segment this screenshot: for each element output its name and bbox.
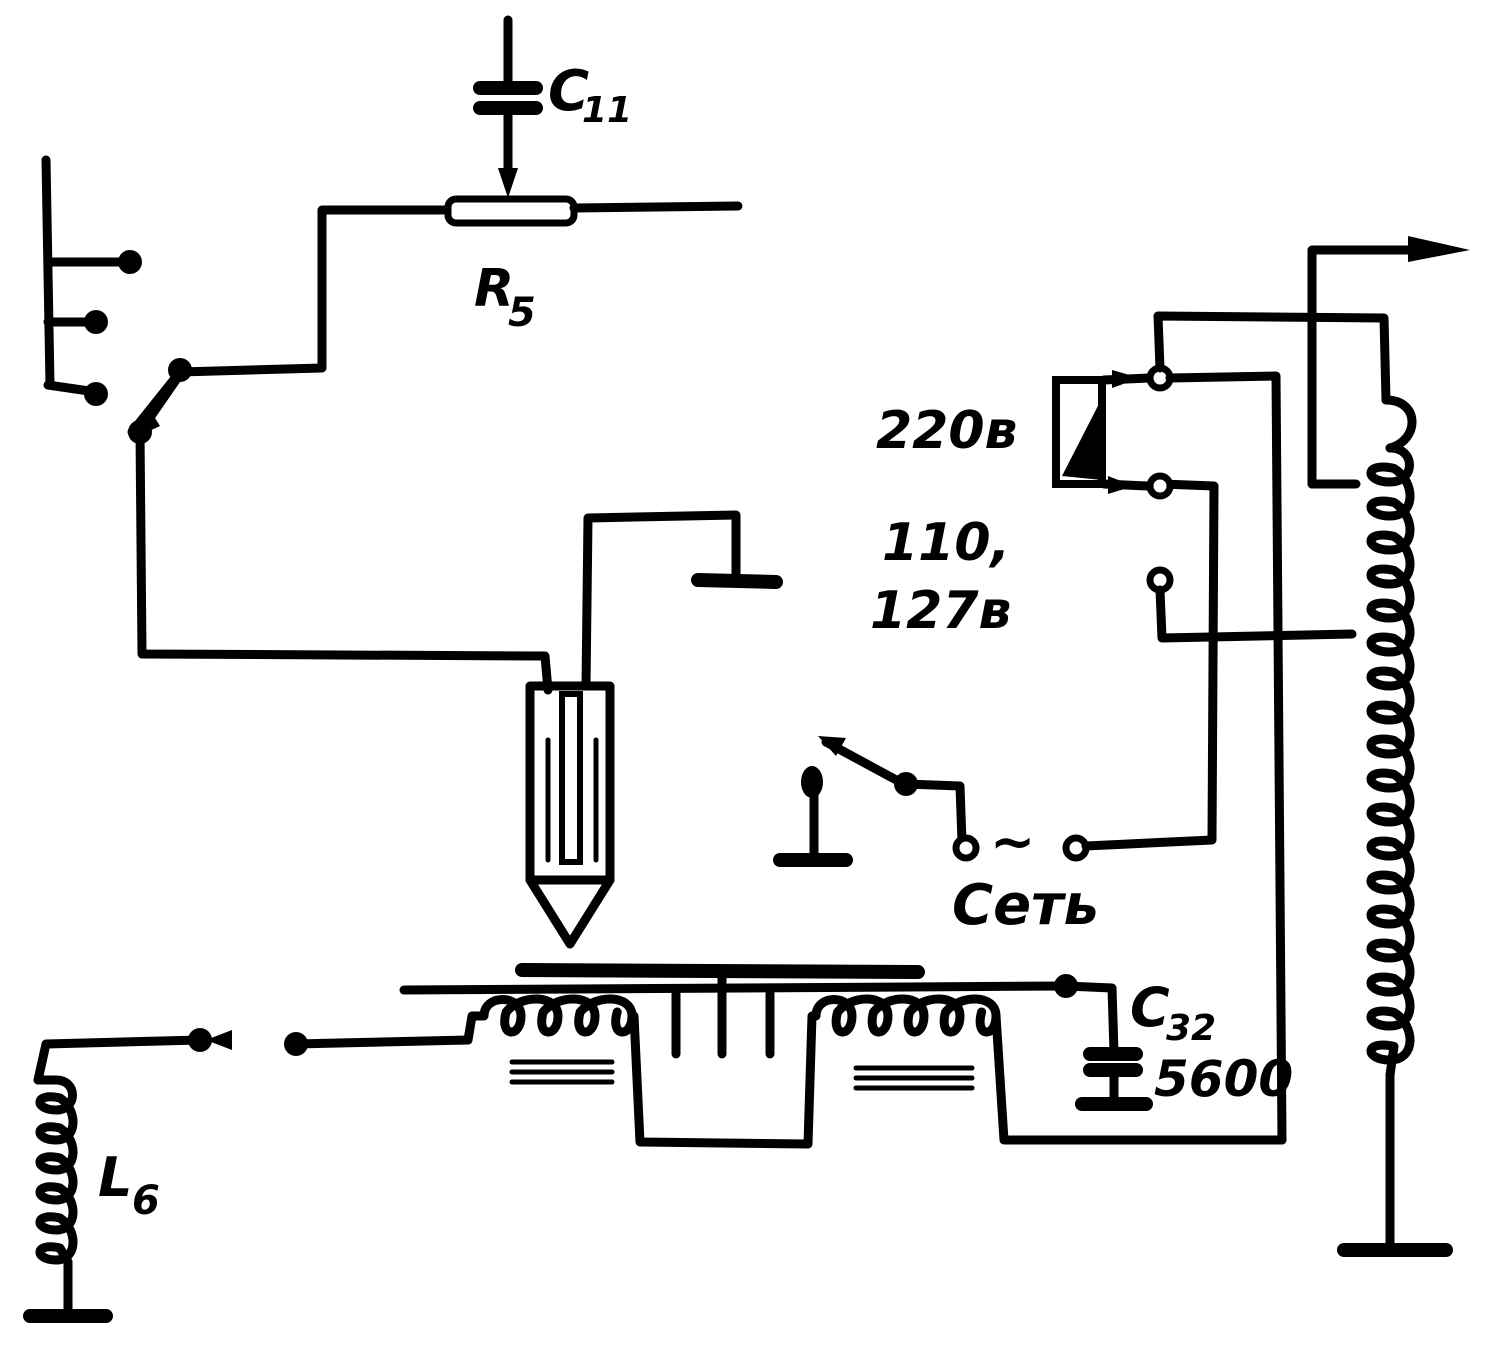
neon-tube <box>525 510 783 949</box>
label-c32: C 32 <box>1130 976 1216 1049</box>
mains-switch <box>818 479 1219 862</box>
label-r5: R 5 <box>474 259 536 336</box>
transformer <box>291 963 1287 1149</box>
voltage-selector <box>1052 311 1391 1145</box>
label-127v: 127в <box>870 581 1011 641</box>
svg-text:C: C <box>1130 976 1170 1039</box>
antenna-tap-switch <box>41 155 192 444</box>
coil-l6 <box>23 1028 308 1323</box>
label-c11: C 11 <box>548 59 632 131</box>
label-220v: 220в <box>876 401 1017 461</box>
mains-symbol: ~ <box>990 810 1035 873</box>
label-mains: Сеть <box>952 873 1099 938</box>
svg-text:L: L <box>98 1146 132 1209</box>
capacitor-c32 <box>1054 974 1153 1111</box>
svg-text:C: C <box>548 59 589 124</box>
label-l6: L 6 <box>98 1146 160 1224</box>
wire-switch-to-tube <box>135 427 553 695</box>
label-110v: 110, <box>882 513 1010 573</box>
capacitor-c11 <box>473 15 543 198</box>
autotransformer-coil <box>1307 236 1470 1257</box>
ground-key <box>773 766 853 867</box>
svg-text:32: 32 <box>1166 1008 1216 1049</box>
resistor-r5 <box>127 195 743 437</box>
svg-text:6: 6 <box>132 1178 160 1224</box>
svg-text:5: 5 <box>508 290 536 336</box>
svg-text:11: 11 <box>582 90 632 131</box>
label-c32-value: 5600 <box>1154 1050 1293 1108</box>
svg-text:R: R <box>474 259 514 319</box>
